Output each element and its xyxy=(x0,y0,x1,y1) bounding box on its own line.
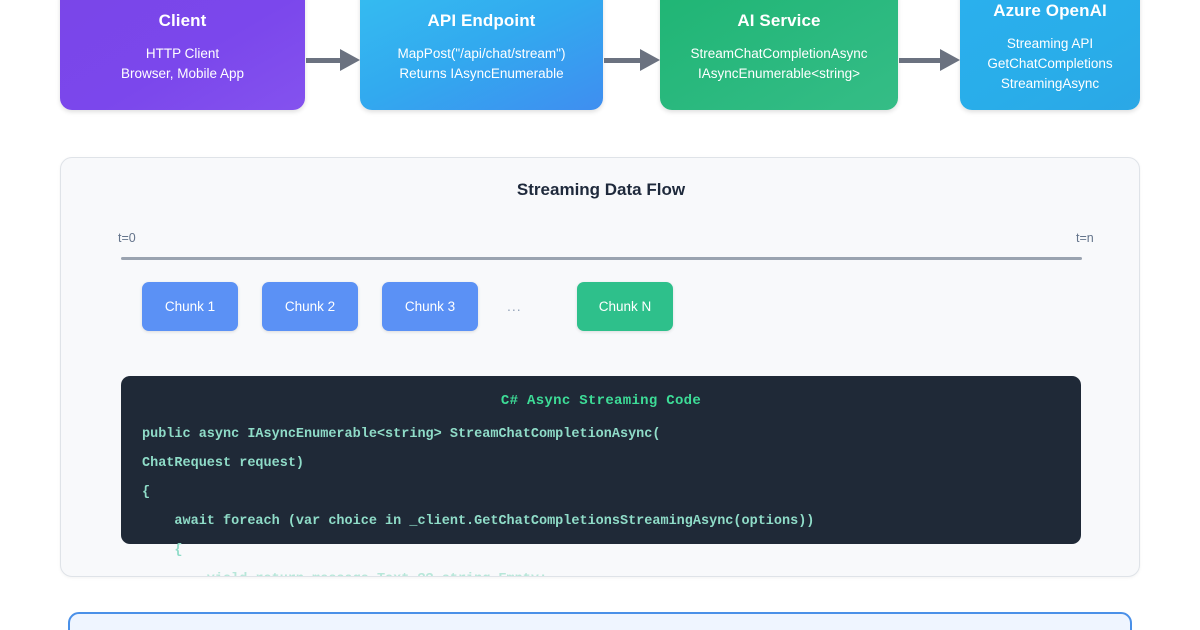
pipeline-node-ai-service[interactable]: AI Service StreamChatCompletionAsync IAs… xyxy=(660,0,898,110)
node-title: Azure OpenAI xyxy=(993,0,1107,20)
arrow-head xyxy=(640,49,660,71)
code-line-overflow: yield return message.Text ?? string.Empt… xyxy=(142,572,547,576)
arrow-shaft xyxy=(604,57,641,63)
pipeline-node-azure-openai[interactable]: Azure OpenAI Streaming API GetChatComple… xyxy=(960,0,1140,110)
arrow-shaft xyxy=(306,57,341,63)
stream-chunk-final[interactable]: Chunk N xyxy=(577,282,673,331)
code-snippet-title: C# Async Streaming Code xyxy=(500,393,702,409)
timeline-axis xyxy=(121,257,1082,260)
panel-title: Streaming Data Flow xyxy=(516,180,686,199)
node-detail-line: StreamChatCompletionAsync xyxy=(690,45,868,61)
code-line: { xyxy=(142,543,183,558)
stream-chunk[interactable]: Chunk 2 xyxy=(262,282,358,331)
node-detail-line: IAsyncEnumerable<string> xyxy=(697,65,861,81)
node-title: AI Service xyxy=(737,10,821,30)
node-detail-line: GetChatCompletions xyxy=(987,55,1113,71)
flow-arrow-icon xyxy=(306,49,360,71)
code-line: { xyxy=(142,485,151,500)
node-detail-line: Streaming API xyxy=(1006,35,1094,51)
arrow-head xyxy=(940,49,960,71)
node-detail-line: MapPost("/api/chat/stream") xyxy=(397,45,566,61)
code-snippet-block: C# Async Streaming Code public async IAs… xyxy=(121,376,1081,576)
node-detail-line: Returns IAsyncEnumerable xyxy=(399,65,564,81)
streaming-data-flow-panel: Streaming Data Flow t=0 t=n Chunk 1 Chun… xyxy=(60,157,1140,577)
timeline-start-label: t=0 xyxy=(118,231,136,245)
info-callout-panel xyxy=(68,612,1132,630)
stream-chunk[interactable]: Chunk 3 xyxy=(382,282,478,331)
node-title: API Endpoint xyxy=(427,10,536,30)
node-title: Client xyxy=(158,10,207,30)
flow-arrow-icon xyxy=(604,49,660,71)
arrow-head xyxy=(340,49,360,71)
node-detail-line: HTTP Client xyxy=(145,45,220,61)
pipeline-node-client[interactable]: Client HTTP Client Browser, Mobile App xyxy=(60,0,305,110)
timeline-end-label: t=n xyxy=(1076,231,1094,245)
stream-chunk[interactable]: Chunk 1 xyxy=(142,282,238,331)
code-line: await foreach (var choice in _client.Get… xyxy=(142,514,815,529)
pipeline-node-api-endpoint[interactable]: API Endpoint MapPost("/api/chat/stream")… xyxy=(360,0,603,110)
code-line: public async IAsyncEnumerable<string> St… xyxy=(142,427,661,442)
architecture-pipeline: Client HTTP Client Browser, Mobile App A… xyxy=(0,0,1200,130)
chunk-ellipsis: ... xyxy=(507,298,522,314)
node-detail-line: StreamingAsync xyxy=(1000,75,1100,91)
node-detail-line: Browser, Mobile App xyxy=(120,65,245,81)
arrow-shaft xyxy=(899,57,941,63)
code-line: ChatRequest request) xyxy=(142,456,305,471)
flow-arrow-icon xyxy=(899,49,960,71)
